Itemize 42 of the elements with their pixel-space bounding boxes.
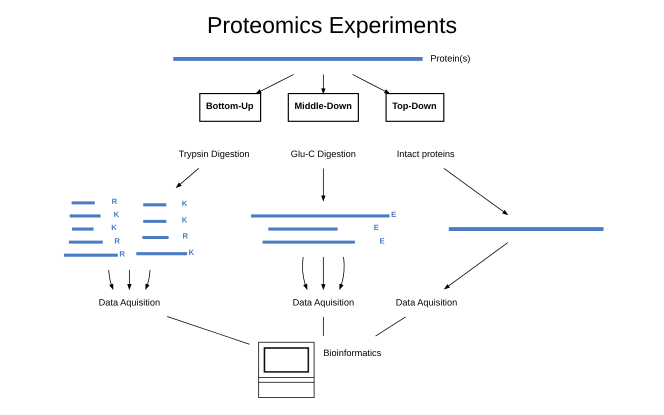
label: E bbox=[380, 236, 385, 246]
node-box: Middle-Down bbox=[288, 93, 359, 122]
arrow bbox=[321, 168, 326, 202]
label: K bbox=[188, 248, 194, 257]
arrow bbox=[321, 74, 326, 95]
arrow bbox=[176, 168, 200, 188]
node-text: Trypsin Digestion bbox=[178, 148, 250, 159]
arrow bbox=[302, 256, 308, 290]
node-label: Bioinformatics bbox=[323, 348, 382, 358]
label: R bbox=[112, 197, 118, 206]
label: K bbox=[114, 210, 120, 220]
node-text: Data Aquisition bbox=[98, 297, 160, 308]
node-text: Intact proteins bbox=[396, 148, 455, 159]
connector bbox=[166, 316, 250, 345]
node-bar bbox=[173, 57, 423, 61]
diagram-title: Proteomics Experiments bbox=[206, 12, 458, 38]
node-text: Data Aquisition bbox=[396, 297, 458, 308]
label: R bbox=[119, 249, 125, 258]
arrow bbox=[108, 269, 114, 290]
node-bar bbox=[448, 227, 604, 231]
connector bbox=[322, 316, 324, 336]
arrow bbox=[321, 256, 326, 290]
arrow bbox=[352, 74, 390, 94]
arrow bbox=[444, 242, 508, 290]
node-text: Data Aquisition bbox=[292, 297, 354, 308]
label: R bbox=[114, 236, 120, 246]
arrow bbox=[145, 269, 150, 290]
node-box: Top-Down bbox=[386, 93, 444, 122]
arrow bbox=[339, 256, 344, 290]
arrow bbox=[255, 74, 294, 94]
label: R bbox=[182, 232, 188, 241]
arrow bbox=[443, 168, 508, 216]
connector bbox=[375, 316, 406, 336]
label: E bbox=[391, 210, 396, 220]
arrow bbox=[127, 269, 132, 290]
label: E bbox=[374, 223, 379, 232]
node-text: Glu-C Digestion bbox=[290, 148, 356, 159]
label: K bbox=[182, 216, 188, 225]
label: K bbox=[182, 198, 188, 208]
node-box: Bottom-Up bbox=[199, 93, 262, 122]
node-label: Protein(s) bbox=[430, 53, 470, 64]
label: K bbox=[111, 223, 117, 232]
